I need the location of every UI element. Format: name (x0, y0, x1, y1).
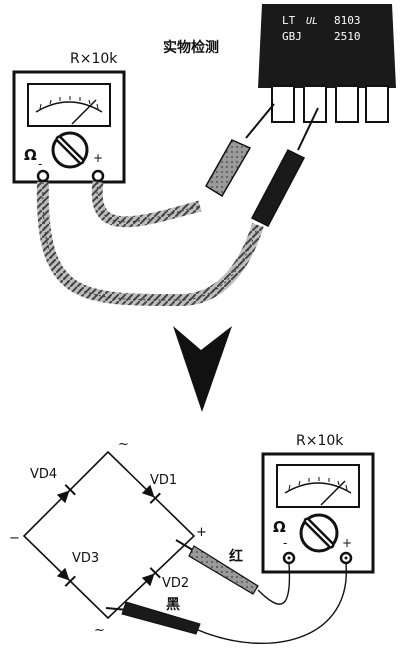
component-marking-8103: 8103 (334, 14, 361, 27)
top-black-probe (250, 107, 319, 227)
top-meter-minus: - (38, 157, 42, 171)
diode-vd3-label: VD3 (72, 551, 99, 566)
component-caption: 实物检测 (163, 39, 219, 56)
black-probe-label: 黑 (166, 597, 180, 613)
component-marking-gbj: GBJ (282, 30, 302, 43)
ac-top-terminal: ~ (118, 437, 129, 452)
component-body (258, 4, 396, 88)
top-meter-pos-jack (91, 169, 105, 183)
bottom-red-probe: 红 (175, 539, 259, 595)
dc-plus-terminal: + (196, 525, 207, 540)
bridge-outline (22, 450, 196, 620)
bottom-meter-dial (276, 464, 360, 508)
diode-vd1-label: VD1 (150, 473, 177, 488)
component-ul-logo: UL (306, 16, 318, 27)
top-multimeter: R×10k Ω - + (12, 51, 126, 184)
top-red-coiled-lead (91, 181, 202, 228)
down-arrow (173, 326, 232, 412)
bottom-black-probe: 黑 (105, 597, 201, 635)
ac-bottom-terminal: ~ (94, 623, 105, 638)
bridge-schematic: VD1 VD2 VD3 VD4 ~ ~ + − (9, 437, 207, 638)
dc-minus-terminal: − (9, 531, 20, 546)
bottom-multimeter: R×10k Ω - + (261, 433, 375, 574)
component-marking-2510: 2510 (334, 30, 361, 43)
top-meter-dial (27, 83, 111, 127)
bottom-meter-ohm-symbol: Ω (273, 518, 286, 536)
top-meter-com-jack (36, 169, 50, 183)
red-probe-label: 红 (229, 548, 243, 565)
bottom-red-lead (257, 563, 291, 605)
top-meter-scale-arc (35, 101, 103, 113)
top-red-probe (204, 103, 275, 198)
top-meter-scale-ticks (39, 96, 99, 110)
bottom-meter-scale-arc (284, 482, 352, 494)
top-meter-needle (71, 99, 97, 125)
top-meter-plus: + (93, 151, 103, 165)
diode-vd4-label: VD4 (30, 467, 57, 482)
bottom-meter-minus: - (283, 536, 287, 550)
diode-vd2-label: VD2 (162, 576, 189, 591)
bridge-rectifier-component: 实物检测 LT UL 8103 GBJ 2510 (163, 4, 396, 123)
component-pins (271, 85, 389, 123)
bottom-meter-scale-ticks (288, 477, 348, 491)
bottom-black-lead (197, 563, 347, 644)
bottom-meter-range-label: R×10k (296, 433, 344, 449)
top-meter-ohm-symbol: Ω (24, 146, 37, 164)
bottom-meter-plus: + (342, 536, 352, 550)
component-marking-lt: LT (282, 14, 296, 27)
diode-vd1-symbol (141, 484, 161, 504)
bottom-meter-needle (320, 480, 346, 506)
top-meter-range-label: R×10k (70, 51, 118, 67)
